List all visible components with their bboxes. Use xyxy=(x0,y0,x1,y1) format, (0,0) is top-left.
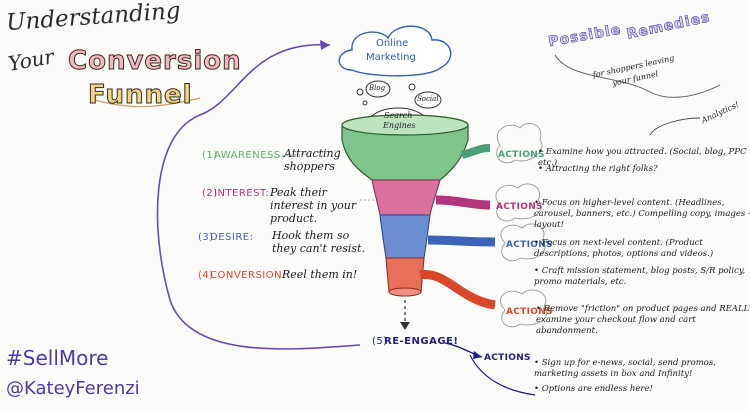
stage-3-name: DESIRE: xyxy=(210,232,254,243)
stage-3-desc: Hook them so they can't resist. xyxy=(272,229,365,255)
action-1-item-2: • Attracting the right folks? xyxy=(538,164,658,174)
title-conversion: Conversion xyxy=(68,46,242,77)
pipe-pink xyxy=(435,195,491,210)
stage-3-number: (3) xyxy=(198,232,214,243)
pipe-orange xyxy=(419,270,496,310)
social-bubble xyxy=(414,91,442,109)
bubble-search-line2: Engines xyxy=(383,121,416,130)
smoke-3 xyxy=(500,223,546,262)
reengage-arrow-2 xyxy=(469,354,536,396)
bubble-small-3 xyxy=(408,83,416,91)
action-3-item-1: • Focus on next-level content. (Product … xyxy=(534,238,714,259)
bubble-social-label: Social xyxy=(417,95,439,103)
remedies-curl xyxy=(554,54,721,98)
action-4-item-1: • Remove "friction" on product pages and… xyxy=(536,304,750,336)
bubble-search-line1: Search xyxy=(384,111,413,120)
pipe-blue xyxy=(427,235,496,247)
stage-5-name: RE-ENGAGE! xyxy=(384,336,459,347)
stage-4-name: CONVERSION: xyxy=(210,270,286,281)
reengage-arrowhead xyxy=(473,351,482,359)
funnel-pink-section xyxy=(371,179,441,216)
funnel-spout xyxy=(388,287,422,297)
pipe-green xyxy=(460,144,491,159)
stage-4-desc: Reel them in! xyxy=(282,268,358,281)
hashtag: #SellMore xyxy=(6,346,109,370)
funnel-orange-section xyxy=(385,257,425,293)
action-5-item-2: • Options are endless here! xyxy=(534,384,653,394)
action-2-item-1: • Focus on higher-level content. (Headli… xyxy=(534,198,750,230)
stage-2-number: (2) xyxy=(202,188,218,199)
smoke-4 xyxy=(500,289,548,328)
stage-1-name: AWARENESS xyxy=(214,150,281,161)
stage-5-number: (5) xyxy=(372,336,388,347)
stage-2-desc: Peak their interest in your product. xyxy=(270,186,357,225)
action-1-item-1: • Examine how you attracted. (Social, bl… xyxy=(538,147,747,168)
bubble-small-2 xyxy=(362,100,368,106)
actions-label-1: ACTIONS xyxy=(498,150,545,160)
analytics-arrow xyxy=(649,117,701,136)
actions-label-4: ACTIONS xyxy=(506,307,553,317)
drip-arrowhead xyxy=(400,322,410,330)
stage-1-number: (1) xyxy=(202,150,218,161)
smoke-1 xyxy=(496,122,543,164)
connector-awareness xyxy=(261,149,346,159)
action-5-item-1: • Sign up for e-news, social, send promo… xyxy=(534,358,716,379)
title-swash xyxy=(94,97,201,108)
funnel-blue-section xyxy=(379,214,431,259)
author-handle: @KateyFerenzi xyxy=(6,378,140,399)
bubble-small-1 xyxy=(356,88,364,96)
cloud-label-line1: Online xyxy=(376,38,409,49)
loop-arrowhead-top xyxy=(320,40,330,50)
actions-label-2: ACTIONS xyxy=(496,202,543,212)
actions-label-5: ACTIONS xyxy=(484,353,531,363)
funnel-rim xyxy=(341,114,469,136)
stage-4-number: (4) xyxy=(198,270,214,281)
cloud-label-line2: Marketing xyxy=(366,52,416,63)
actions-label-3: ACTIONS xyxy=(506,240,553,250)
blog-bubble xyxy=(365,80,391,98)
loop-arrow xyxy=(156,44,361,350)
bubble-blog-label: Blog xyxy=(369,84,386,92)
stage-2-name: INTEREST: xyxy=(214,188,270,199)
online-marketing-cloud xyxy=(338,25,452,77)
title-funnel: Funnel xyxy=(88,80,193,111)
stage-1-desc: Attracting shoppers xyxy=(284,147,341,173)
action-3-item-2: • Craft mission statement, blog posts, S… xyxy=(534,266,746,287)
smoke-2 xyxy=(495,183,542,222)
